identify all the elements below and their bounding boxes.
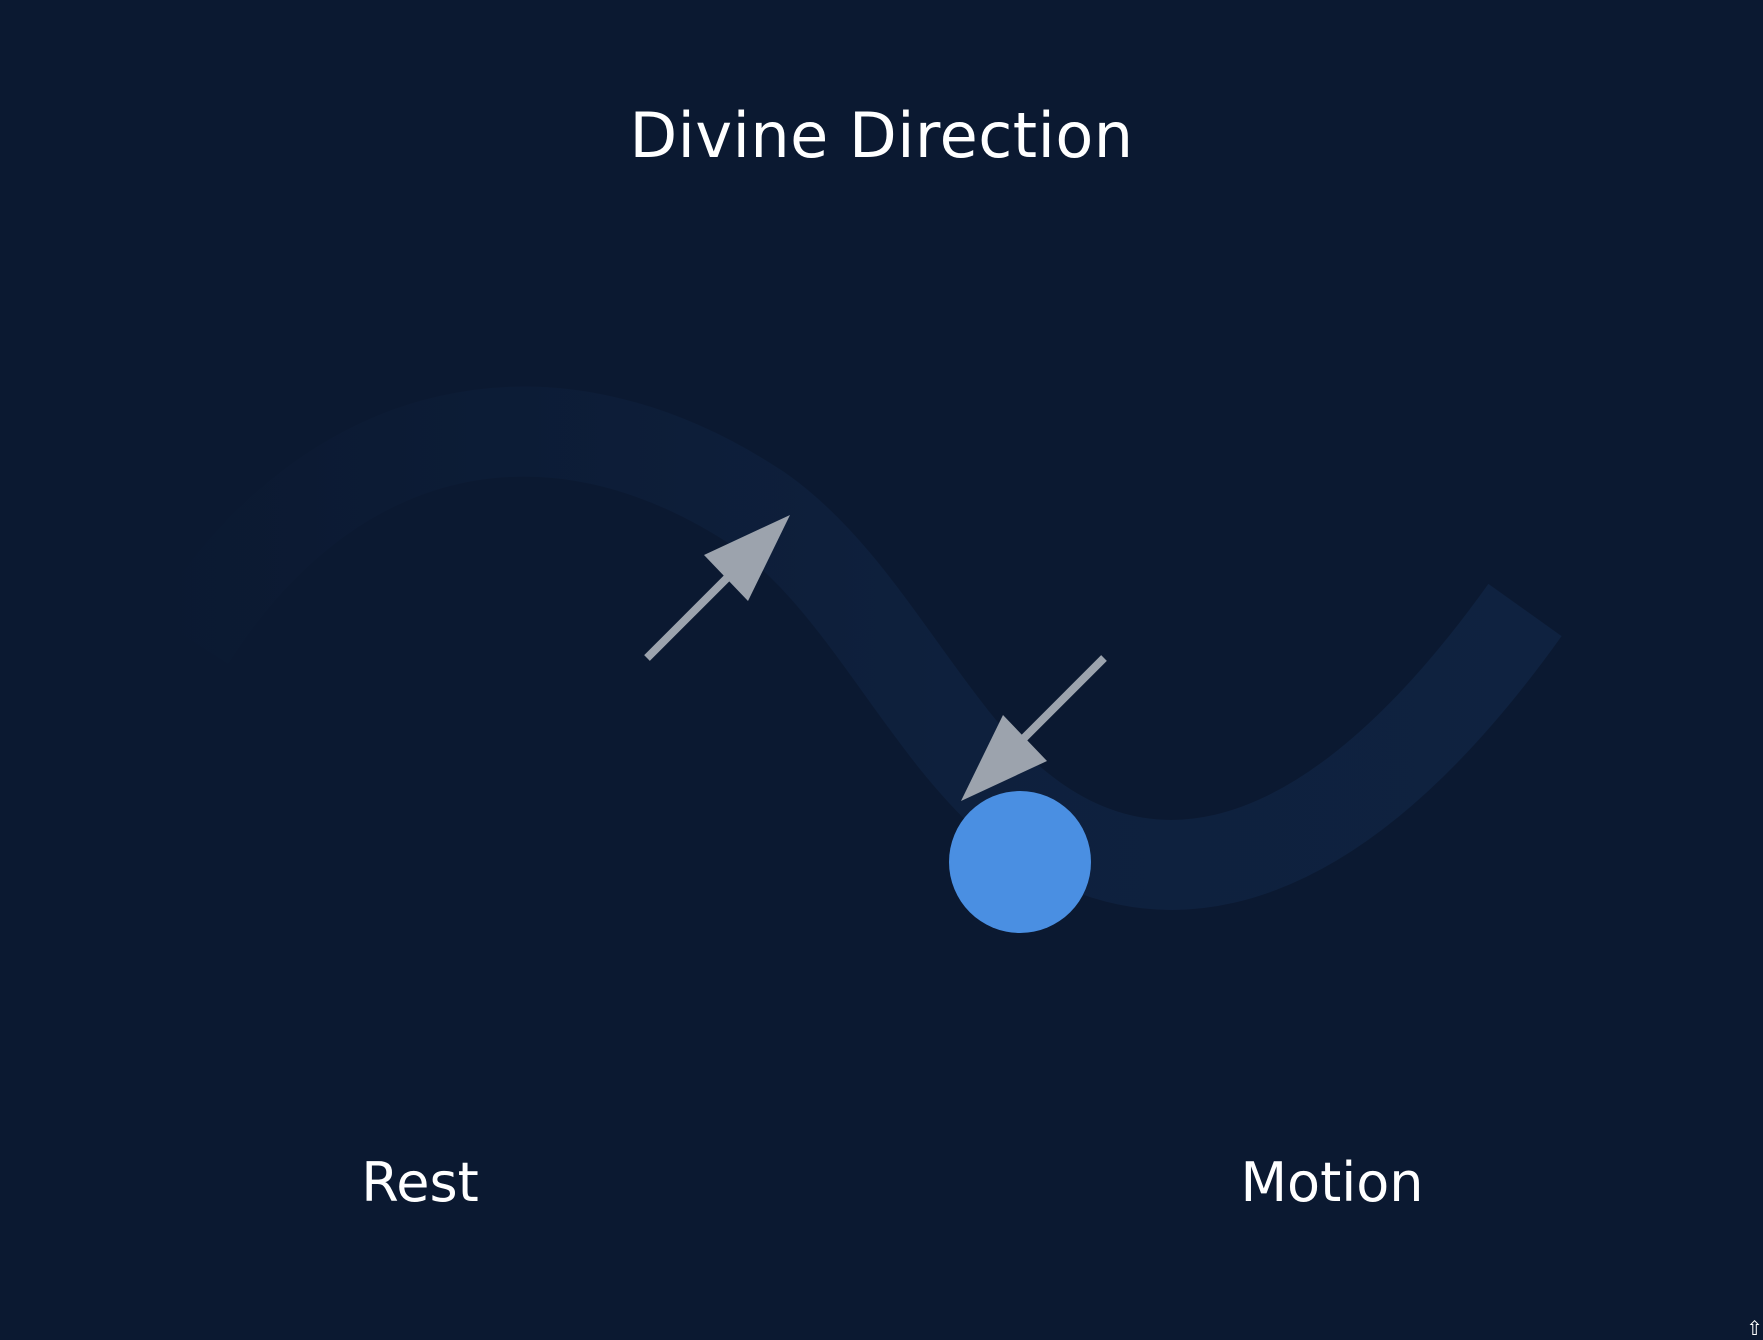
wave-path [152, 386, 1562, 910]
up-arrow-icon: ⇧ [1746, 1316, 1763, 1340]
rest-label: Rest [361, 1151, 479, 1214]
arrow-down-left-icon [961, 655, 1107, 801]
motion-label: Motion [1240, 1151, 1424, 1214]
position-dot [949, 791, 1091, 933]
diagram-title: Divine Direction [629, 99, 1134, 172]
arrow-up-right-icon [644, 515, 790, 661]
